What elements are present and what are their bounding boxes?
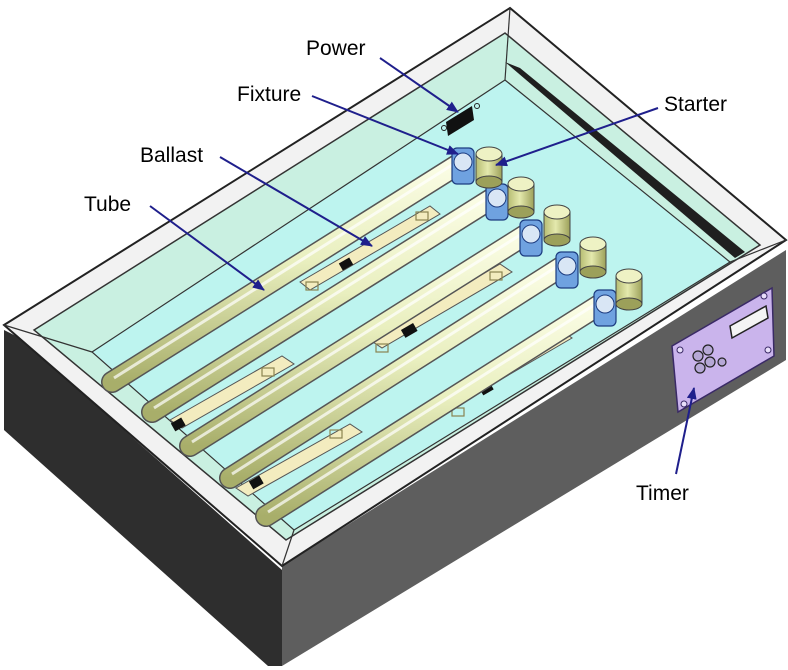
- crease: [729, 239, 787, 263]
- fixture: [593, 289, 617, 327]
- ballast: [169, 355, 295, 432]
- labels: Power Fixture Starter Ballast Tube Timer: [84, 37, 727, 505]
- starter: [507, 176, 535, 219]
- timer-label: Timer: [636, 482, 689, 505]
- fixture-label: Fixture: [237, 83, 301, 106]
- left-side-wall: [4, 330, 282, 666]
- tube-3: [179, 221, 541, 457]
- ballast-arrow: [219, 156, 373, 247]
- power-label: Power: [306, 37, 366, 60]
- crease: [504, 7, 511, 81]
- callout-arrows: [149, 57, 697, 475]
- timer-display: [729, 304, 769, 340]
- fixtures: [451, 147, 617, 327]
- starter: [615, 268, 643, 311]
- fixture: [519, 219, 543, 257]
- tube-4: [219, 253, 577, 489]
- ballast-label: Ballast: [140, 144, 203, 167]
- ballast-clips: [261, 211, 503, 439]
- timer-arrow: [675, 387, 697, 475]
- crease: [281, 529, 295, 567]
- tube-5: [255, 291, 615, 527]
- power-arrow: [379, 57, 459, 113]
- starter: [543, 204, 571, 247]
- ballast: [299, 205, 441, 291]
- fixture: [451, 147, 475, 185]
- timer-screws: [676, 292, 772, 408]
- starter-label: Starter: [664, 93, 727, 116]
- timer-panel: [671, 286, 775, 414]
- starters: [475, 146, 643, 311]
- tube-label: Tube: [84, 193, 131, 216]
- timer-buttons: [692, 344, 727, 374]
- starter: [475, 146, 503, 189]
- crease: [3, 324, 93, 353]
- starter: [579, 236, 607, 279]
- tube-2: [141, 185, 507, 423]
- uv-tubes: [101, 151, 615, 527]
- front-side-wall: [282, 250, 786, 666]
- far-wall-shadow: [505, 62, 745, 258]
- tube-arrow: [149, 205, 265, 291]
- power-socket: [441, 103, 480, 136]
- fixture-arrow: [311, 95, 459, 155]
- fixture: [555, 251, 579, 289]
- starter-arrow: [495, 107, 659, 167]
- fixture: [485, 183, 509, 221]
- tube-1: [101, 151, 473, 393]
- ballast: [235, 423, 363, 497]
